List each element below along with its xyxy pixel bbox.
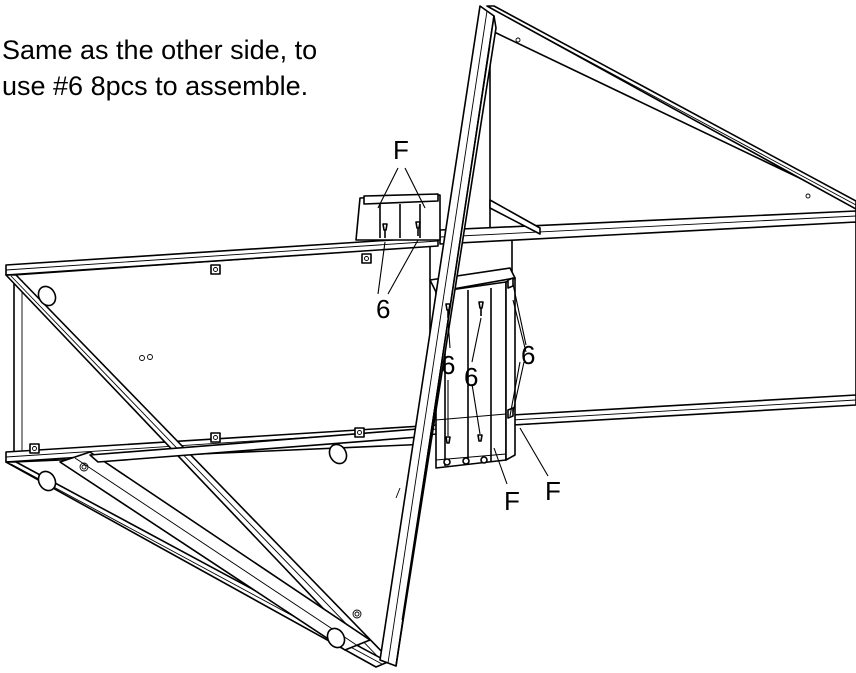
- assembly-instruction: Same as the other side, to use #6 8pcs t…: [2, 32, 317, 104]
- callout-6-bracket-left: 6: [441, 350, 456, 380]
- instruction-line-2: use #6 8pcs to assemble.: [2, 71, 309, 101]
- right-frame: [439, 5, 856, 426]
- left-frame: [5, 236, 439, 668]
- leader-lines: [377, 167, 549, 485]
- callout-f-bottom-right: F: [545, 476, 561, 506]
- callout-6-side: 6: [521, 340, 536, 370]
- callout-f-top: F: [393, 135, 409, 165]
- callout-6-top: 6: [376, 294, 391, 324]
- side-panel: [379, 5, 497, 667]
- callout-f-bottom-left: F: [504, 486, 520, 516]
- rear-bracket: [355, 193, 441, 241]
- callout-6-bracket-right: 6: [464, 362, 479, 392]
- instruction-line-1: Same as the other side, to: [2, 35, 318, 65]
